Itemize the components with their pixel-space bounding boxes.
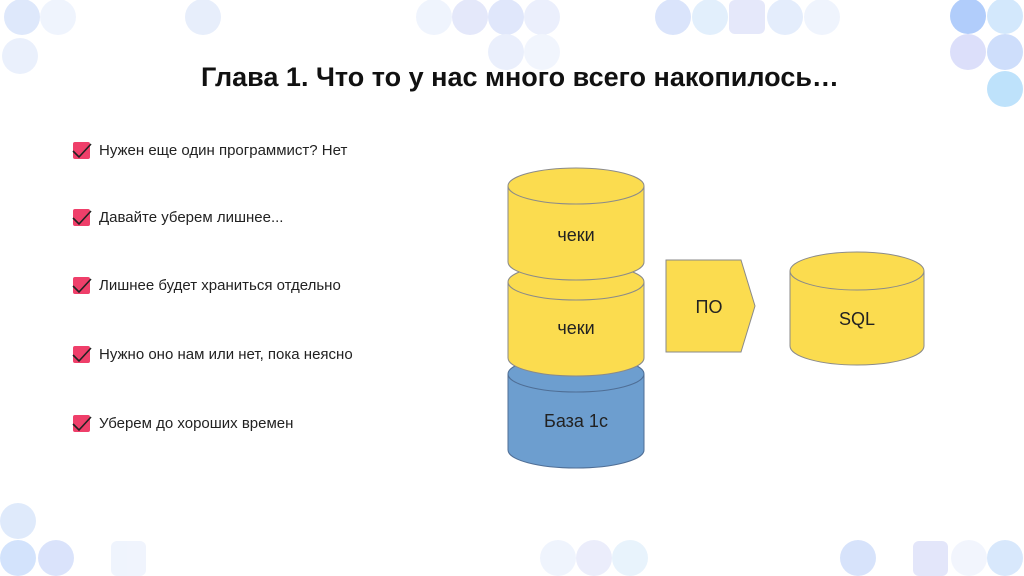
- checkbox-checked-icon: [72, 413, 92, 433]
- deco-circle: [40, 0, 76, 35]
- slide-title: Глава 1. Что то у нас много всего накопи…: [201, 62, 839, 92]
- database-cylinder-icon: SQL: [789, 251, 925, 366]
- deco-circle: [0, 540, 36, 576]
- bullet-item: Уберем до хороших времен: [72, 413, 293, 433]
- deco-circle: [951, 540, 987, 576]
- deco-circle: [987, 71, 1023, 107]
- deco-circle: [655, 0, 691, 35]
- deco-square: [729, 0, 765, 34]
- deco-circle: [987, 34, 1023, 70]
- checkbox-checked-icon: [72, 207, 92, 227]
- deco-circle: [950, 34, 986, 70]
- deco-circle: [804, 0, 840, 35]
- checkbox-checked-icon: [72, 140, 92, 160]
- deco-circle: [488, 0, 524, 35]
- bullet-item: Давайте уберем лишнее...: [72, 207, 283, 227]
- deco-circle: [452, 0, 488, 35]
- bullet-text: Лишнее будет храниться отдельно: [99, 276, 341, 294]
- bullet-text: Уберем до хороших времен: [99, 414, 294, 432]
- bullet-item: Нужен еще один программист? Нет: [72, 140, 347, 160]
- deco-square: [111, 541, 146, 576]
- deco-circle: [987, 0, 1023, 34]
- bullet-text: Нужно оно нам или нет, пока неясно: [99, 345, 353, 363]
- checkbox-checked-icon: [72, 275, 92, 295]
- deco-circle: [416, 0, 452, 35]
- deco-circle: [524, 0, 560, 35]
- deco-circle: [987, 540, 1023, 576]
- deco-circle: [4, 0, 40, 35]
- cylinder-label-top: чеки: [557, 225, 594, 245]
- deco-circle: [488, 34, 524, 70]
- deco-circle: [840, 540, 876, 576]
- deco-square: [913, 541, 948, 576]
- deco-circle: [767, 0, 803, 35]
- deco-circle: [38, 540, 74, 576]
- sql-label: SQL: [839, 309, 875, 329]
- deco-circle: [950, 0, 986, 34]
- bullet-item: Лишнее будет храниться отдельно: [72, 275, 341, 295]
- bullet-text: Нужен еще один программист? Нет: [99, 141, 348, 159]
- cylinder-label-base: База 1с: [544, 411, 608, 431]
- database-cylinder-icon: чеки: [507, 263, 645, 377]
- database-cylinder-icon: чеки: [507, 167, 645, 281]
- cylinder-label-middle: чеки: [557, 318, 594, 338]
- deco-circle: [540, 540, 576, 576]
- deco-circle: [612, 540, 648, 576]
- deco-circle: [0, 503, 36, 539]
- bullet-text: Давайте уберем лишнее...: [99, 208, 284, 226]
- checkbox-checked-icon: [72, 344, 92, 364]
- process-label: ПО: [696, 297, 723, 317]
- process-chevron: ПО: [665, 259, 756, 353]
- bullet-item: Нужно оно нам или нет, пока неясно: [72, 344, 353, 364]
- deco-circle: [185, 0, 221, 35]
- deco-circle: [576, 540, 612, 576]
- deco-circle: [524, 34, 560, 70]
- deco-circle: [692, 0, 728, 35]
- deco-circle: [2, 38, 38, 74]
